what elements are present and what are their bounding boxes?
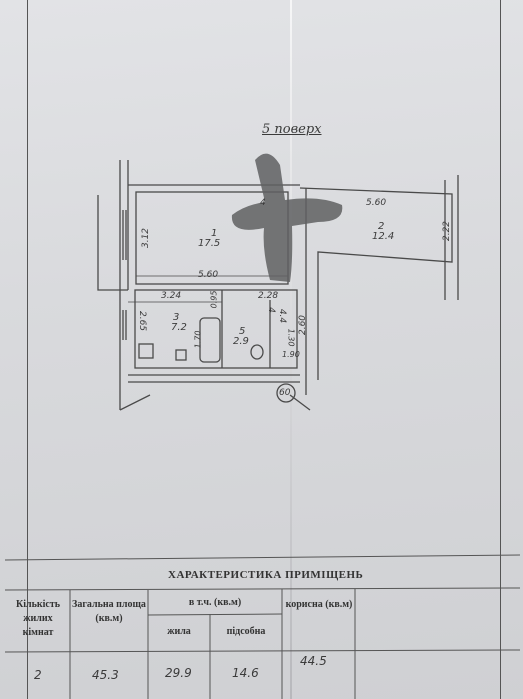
floor-title: 5 поверх [262,122,322,137]
frame-right-line [500,0,501,699]
ink-blot [231,153,343,282]
room-3-area: 7.2 [171,322,187,333]
dim-560-top: 5.60 [366,198,387,208]
header-useful: корисна (кв.м) [285,599,353,610]
wall-right [444,175,459,300]
dim-560-mid: 5.60 [198,270,219,280]
table-body-line [4,649,521,653]
dim-4: 4 [260,198,266,208]
table-column-lines [69,589,356,699]
dim-324: 3.24 [161,291,182,301]
table-subheader-line [147,613,283,616]
room-1-area: 17.5 [198,238,221,249]
room-2-area: 12.4 [372,231,395,242]
value-rooms: 2 [34,668,42,682]
stove [138,343,154,359]
value-auxiliary: 14.6 [232,666,259,680]
dim-228: 2.28 [258,291,279,301]
wall-bottom [128,374,300,383]
room-5-number: 5 [239,326,246,337]
balcony-outline [97,195,128,291]
value-useful: 44.5 [300,654,327,668]
header-living: жила [167,626,191,637]
marker-label: 60 [279,388,291,398]
room-2-outline [299,187,453,380]
toilet [250,344,264,360]
value-total: 45.3 [92,668,119,682]
value-living: 29.9 [165,666,192,680]
room-5-area: 2.9 [233,336,249,347]
paper-fold [290,0,292,699]
room-3-number: 3 [173,312,180,323]
window-room-1 [122,210,127,260]
room-1-number: 1 [211,228,218,239]
header-auxiliary: підсобна [226,626,266,637]
table-title: ХАРАКТЕРИСТИКА ПРИМІЩЕНЬ [168,569,364,581]
header-total: Загальна площа (кв.м) [72,599,146,624]
table-header-line [4,587,521,591]
sink [175,349,187,361]
frame-left-line [27,0,28,699]
window-room-3 [122,310,127,340]
room-2-number: 2 [378,221,385,232]
header-rooms: Кількість жилих кімнат [15,599,61,638]
header-including: в т.ч. (кв.м) [188,597,242,608]
marker-circle [276,383,296,403]
bathtub [199,317,221,363]
rooms-lower-outline [134,289,298,369]
table-top-line [4,554,521,561]
dim-190: 1.90 [282,350,300,359]
